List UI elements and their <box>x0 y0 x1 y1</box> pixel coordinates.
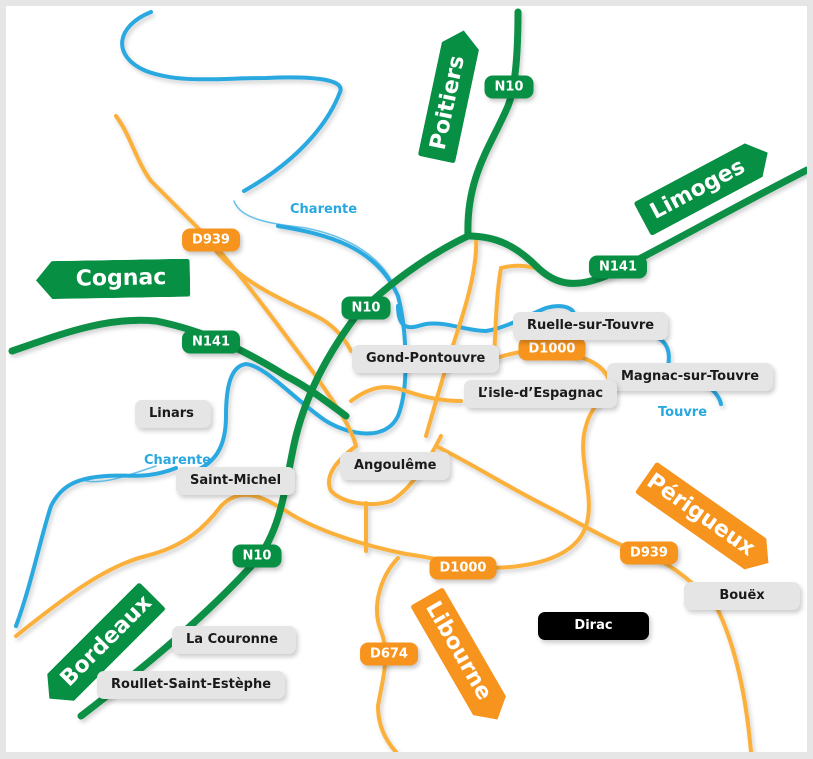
road-badge-n10[interactable]: N10 <box>341 296 391 320</box>
road-ruelle-connector <box>492 266 503 358</box>
town-dirac[interactable]: Dirac <box>538 612 649 640</box>
direction-sign-cognac[interactable]: Cognac <box>36 259 191 300</box>
river-charente-north <box>120 10 343 193</box>
road-badge-d939[interactable]: D939 <box>182 228 240 252</box>
road-gond-ring <box>349 385 463 403</box>
road-d939-west <box>114 114 358 448</box>
road-badge-n141[interactable]: N141 <box>588 255 648 279</box>
river-charente-loop <box>396 304 577 333</box>
road-badge-d939[interactable]: D939 <box>620 541 678 565</box>
river-label-touvre: Touvre <box>658 405 708 420</box>
road-badge-d674[interactable]: D674 <box>360 642 418 666</box>
river-label-charente-north: Charente <box>290 202 358 217</box>
river-charente-north-thin <box>233 200 399 297</box>
road-badge-d1000[interactable]: D1000 <box>518 337 586 361</box>
map-canvas[interactable]: Poitiers Limoges Cognac Bordeaux Périgue… <box>6 6 807 752</box>
road-badge-n141[interactable]: N141 <box>181 330 241 354</box>
river-label-charente-west: Charente <box>144 453 212 468</box>
road-ruelle-top <box>499 263 538 270</box>
town-saint-michel[interactable]: Saint-Michel <box>176 467 296 495</box>
town-angouleme[interactable]: Angoulême <box>340 452 451 480</box>
road-nord-spine <box>424 234 479 438</box>
town-la-couronne[interactable]: La Couronne <box>172 626 296 654</box>
direction-sign-label: Cognac <box>75 265 167 292</box>
town-magnac-sur-touvre[interactable]: Magnac-sur-Touvre <box>607 363 774 391</box>
town-lisle-despagnac[interactable]: L’isle-d’Espagnac <box>464 380 618 408</box>
town-ruelle-sur-touvre[interactable]: Ruelle-sur-Touvre <box>513 312 669 340</box>
town-gond-pontouvre[interactable]: Gond-Pontouvre <box>352 345 500 373</box>
town-bouex[interactable]: Bouëx <box>684 582 800 610</box>
road-badge-n10[interactable]: N10 <box>232 544 282 568</box>
river-charente-west-thin <box>85 465 157 483</box>
river-charente-west <box>14 466 178 628</box>
road-n10-north <box>464 8 522 240</box>
town-linars[interactable]: Linars <box>135 400 211 428</box>
road-badge-d1000[interactable]: D1000 <box>429 556 497 580</box>
road-badge-n10[interactable]: N10 <box>484 75 534 99</box>
road-n141-east <box>464 166 807 287</box>
town-roullet-saint-estephe[interactable]: Roullet-Saint-Estèphe <box>97 671 286 699</box>
